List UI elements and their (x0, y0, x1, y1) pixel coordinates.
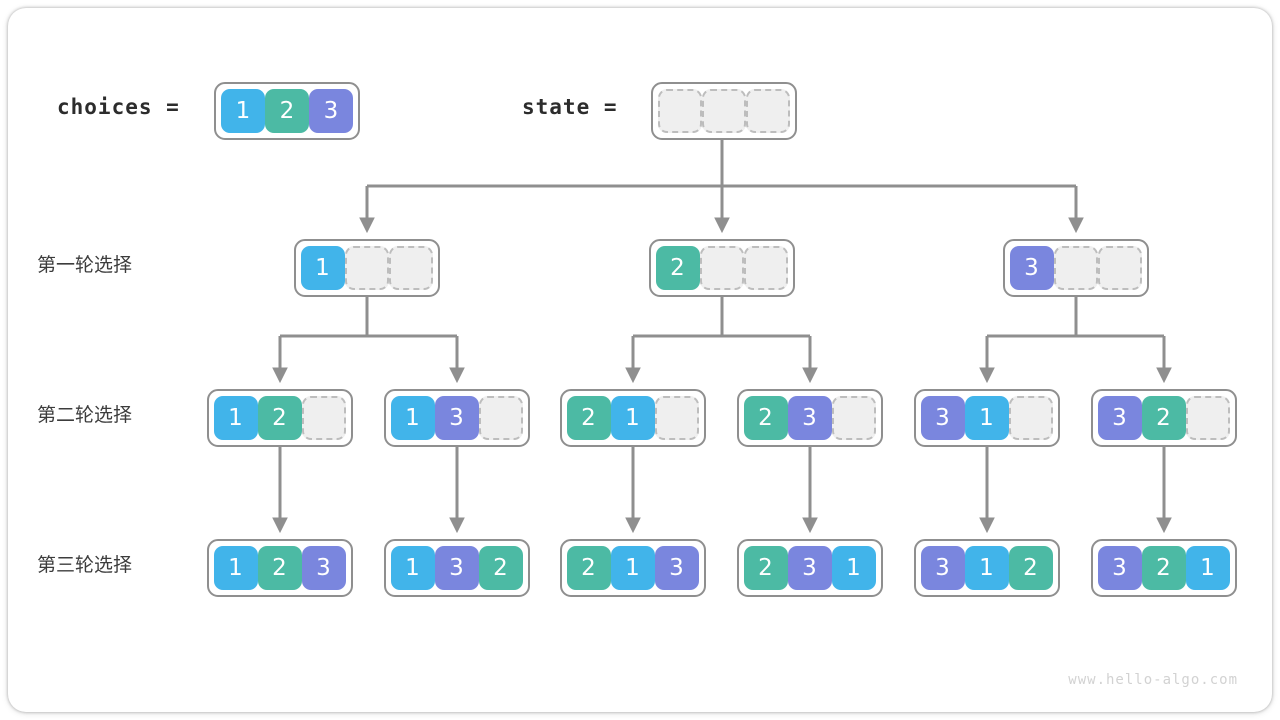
watermark: www.hello-algo.com (1068, 672, 1238, 688)
r3n1-cell-0: 1 (213, 546, 258, 590)
r1n1-cell-0: 1 (300, 246, 345, 290)
r2n4-cell-1: 3 (787, 396, 832, 440)
r2n5-cell-0: 3 (920, 396, 965, 440)
r3n3-cell-2: 3 (654, 546, 699, 590)
r2n4-cell-0: 2 (743, 396, 788, 440)
r3n1-cell-2: 3 (301, 546, 346, 590)
r2n2-cell-0: 1 (390, 396, 435, 440)
r2n6-cell-2 (1185, 396, 1230, 440)
r2n1-cell-2 (301, 396, 346, 440)
r3n2-cell-0: 1 (390, 546, 435, 590)
r3n3-cell-1: 1 (610, 546, 655, 590)
r3n2-cell-2: 2 (478, 546, 523, 590)
choices-cell-2: 3 (309, 89, 353, 133)
r1n1-cell-1 (344, 246, 389, 290)
r1n1-cell-2 (388, 246, 433, 290)
r3n4-cell-2: 1 (831, 546, 876, 590)
r2n3-cell-2 (654, 396, 699, 440)
state-cell-0 (658, 89, 702, 133)
r1n2-cell-2 (743, 246, 788, 290)
r1n2-cell-0: 2 (655, 246, 700, 290)
choices-cell-0: 1 (221, 89, 265, 133)
r3n5-cell-0: 3 (920, 546, 965, 590)
r3n5-cell-1: 1 (964, 546, 1009, 590)
state-cell-1 (702, 89, 746, 133)
r2n5-cell-2 (1008, 396, 1053, 440)
state-label: state = (522, 95, 618, 119)
node-round-1-2: 2 (648, 239, 795, 297)
r3n3-cell-0: 2 (566, 546, 611, 590)
r2n3-cell-0: 2 (566, 396, 611, 440)
state-array (651, 82, 797, 140)
r2n6-cell-0: 3 (1097, 396, 1142, 440)
row-label-round-3: 第三轮选择 (37, 554, 133, 576)
r2n1-cell-1: 2 (257, 396, 302, 440)
r3n4-cell-1: 3 (787, 546, 832, 590)
r3n6-cell-0: 3 (1097, 546, 1142, 590)
r1n2-cell-1 (699, 246, 744, 290)
r3n6-cell-1: 2 (1141, 546, 1186, 590)
r2n6-cell-1: 2 (1141, 396, 1186, 440)
row-label-round-2: 第二轮选择 (37, 404, 133, 426)
r2n3-cell-1: 1 (610, 396, 655, 440)
r3n5-cell-2: 2 (1008, 546, 1053, 590)
r1n3-cell-0: 3 (1009, 246, 1054, 290)
r3n2-cell-1: 3 (434, 546, 479, 590)
r3n6-cell-2: 1 (1185, 546, 1230, 590)
r2n4-cell-2 (831, 396, 876, 440)
r2n2-cell-1: 3 (434, 396, 479, 440)
node-round-1-3: 3 (1002, 239, 1149, 297)
card-frame (8, 8, 1272, 712)
r3n4-cell-0: 2 (743, 546, 788, 590)
node-round-1-1: 1 (293, 239, 440, 297)
choices-label: choices = (57, 95, 180, 119)
r1n3-cell-2 (1097, 246, 1142, 290)
state-cell-2 (746, 89, 790, 133)
r3n1-cell-1: 2 (257, 546, 302, 590)
r2n2-cell-2 (478, 396, 523, 440)
r2n5-cell-1: 1 (964, 396, 1009, 440)
r1n3-cell-1 (1053, 246, 1098, 290)
row-label-round-1: 第一轮选择 (37, 254, 133, 276)
choices-cell-1: 2 (265, 89, 309, 133)
r2n1-cell-0: 1 (213, 396, 258, 440)
